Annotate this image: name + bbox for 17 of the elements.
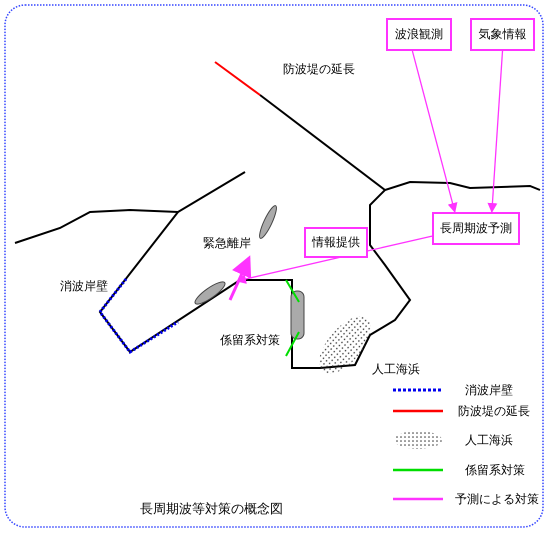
label-box: 情報提供 [304, 227, 368, 258]
process-box: 長周期波予測 [432, 212, 520, 245]
diagram-title: 長周期波等対策の概念図 [140, 503, 283, 517]
arrow [487, 50, 504, 213]
process-box: 気象情報 [470, 18, 535, 51]
legend-text: 防波堤の延長 [458, 404, 530, 418]
map-label: 人工海浜 [372, 362, 420, 376]
map-label: 消波岸壁 [60, 279, 108, 293]
arrow [412, 50, 458, 213]
legend-text: 消波岸壁 [465, 383, 513, 397]
legend-text: 人工海浜 [465, 433, 513, 447]
map-label: 防波堤の延長 [283, 62, 355, 76]
process-box: 波浪観測 [386, 18, 452, 51]
map-label: 緊急離岸 [203, 236, 251, 250]
legend-text: 係留系対策 [465, 463, 525, 477]
map-label: 係留系対策 [220, 333, 280, 347]
legend-text: 予測による対策 [455, 492, 539, 506]
